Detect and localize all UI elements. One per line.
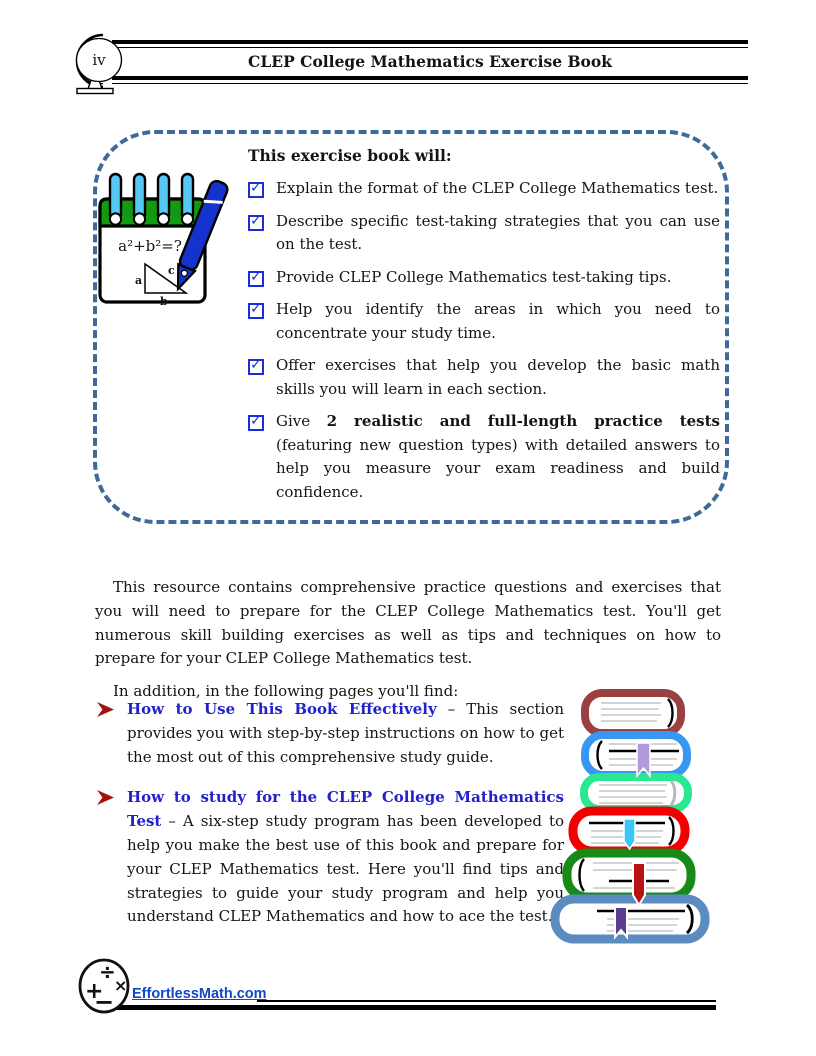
notepad-math-icon: a²+b²=? a b c <box>96 166 234 312</box>
header-rule-bottom-thin <box>112 82 748 84</box>
checklist-item-text: Provide CLEP College Mathematics test-ta… <box>276 267 672 286</box>
intro-box-heading: This exercise book will: <box>248 146 452 165</box>
checklist-item: Help you identify the areas in which you… <box>248 298 720 345</box>
bullet-body: – This section provides you with step-by… <box>127 700 564 766</box>
checklist-item: Explain the format of the CLEP College M… <box>248 177 720 201</box>
bullet-item-text: How to study for the CLEP College Mathem… <box>127 786 564 929</box>
book <box>581 689 685 737</box>
notepad-formula: a²+b²=? <box>118 237 182 255</box>
svg-text:×: × <box>114 976 127 995</box>
bookmark-ribbon <box>632 862 646 907</box>
bookmark-ribbon <box>623 818 636 851</box>
body-paragraph: This resource contains comprehensive pra… <box>95 578 721 668</box>
page-title: CLEP College Mathematics Exercise Book <box>248 52 612 71</box>
list-intro: In addition, in the following pages you'… <box>113 682 459 700</box>
page-number: iv <box>92 51 106 69</box>
header-rule-bottom-thick <box>112 76 748 80</box>
checkbox-checked-icon <box>248 213 264 231</box>
svg-text:a: a <box>135 274 142 287</box>
svg-text:+: + <box>85 979 103 1004</box>
bullet-item: How to Use This Book Effectively – This … <box>97 698 565 769</box>
book <box>562 848 696 902</box>
checklist-item: Give 2 realistic and full-length practic… <box>248 410 720 504</box>
bullet-item: How to study for the CLEP College Mathem… <box>97 786 565 929</box>
checkbox-checked-icon <box>248 301 264 319</box>
bullet-item-text: How to Use This Book Effectively – This … <box>127 698 564 769</box>
checkbox-checked-icon <box>248 357 264 375</box>
arrow-bullet-icon <box>97 790 114 929</box>
checklist-item-text: Offer exercises that help you develop th… <box>276 356 720 398</box>
svg-text:c: c <box>168 264 175 277</box>
footer-rule-thick <box>115 1005 716 1010</box>
checklist-item: Offer exercises that help you develop th… <box>248 354 720 401</box>
pen-icon <box>176 179 229 292</box>
right-triangle-icon: a b c <box>135 262 189 308</box>
book-stack-illustration <box>549 681 735 951</box>
checklist-item-text: Explain the format of the CLEP College M… <box>276 179 719 197</box>
bullet-list: How to Use This Book Effectively – This … <box>97 698 565 946</box>
svg-text:−: − <box>94 988 114 1014</box>
effortlessmath-link[interactable]: EffortlessMath.com <box>132 986 267 1002</box>
book <box>550 894 710 944</box>
checkbox-checked-icon <box>248 269 264 287</box>
intro-box-content: This exercise book will: Explain the for… <box>248 146 720 513</box>
svg-text:÷: ÷ <box>99 960 116 984</box>
svg-text:b: b <box>160 295 168 308</box>
checklist-item: Provide CLEP College Mathematics test-ta… <box>248 266 720 290</box>
checklist-item-text: Give 2 realistic and full-length practic… <box>276 412 721 501</box>
checkbox-checked-icon <box>248 413 264 431</box>
checklist-item-text: Help you identify the areas in which you… <box>276 300 720 342</box>
bookmark-ribbon <box>636 742 651 779</box>
header-rule-top-thick <box>112 40 748 44</box>
binder-rings-icon <box>108 172 195 226</box>
footer-rule-thin <box>257 1000 716 1002</box>
effortlessmath-logo-icon: ÷ × + − <box>77 958 131 1018</box>
header-rule-top-thin <box>112 46 748 48</box>
header: CLEP College Mathematics Exercise Book <box>112 40 748 84</box>
intro-dashed-box <box>93 130 729 524</box>
checklist-item: Describe specific test-taking strategies… <box>248 210 720 257</box>
arrow-bullet-icon <box>97 702 114 769</box>
book <box>581 731 691 779</box>
bullet-body: – A six-step study program has been deve… <box>127 812 564 926</box>
globe-page-number-icon: iv <box>61 32 127 100</box>
checklist-item-text: Describe specific test-taking strategies… <box>276 211 720 254</box>
checkbox-checked-icon <box>248 180 264 198</box>
book <box>580 773 692 813</box>
bullet-title: How to Use This Book Effectively <box>127 700 437 718</box>
bookmark-ribbon <box>614 906 628 940</box>
bullet-title: How to study for the CLEP College Mathem… <box>127 788 564 831</box>
